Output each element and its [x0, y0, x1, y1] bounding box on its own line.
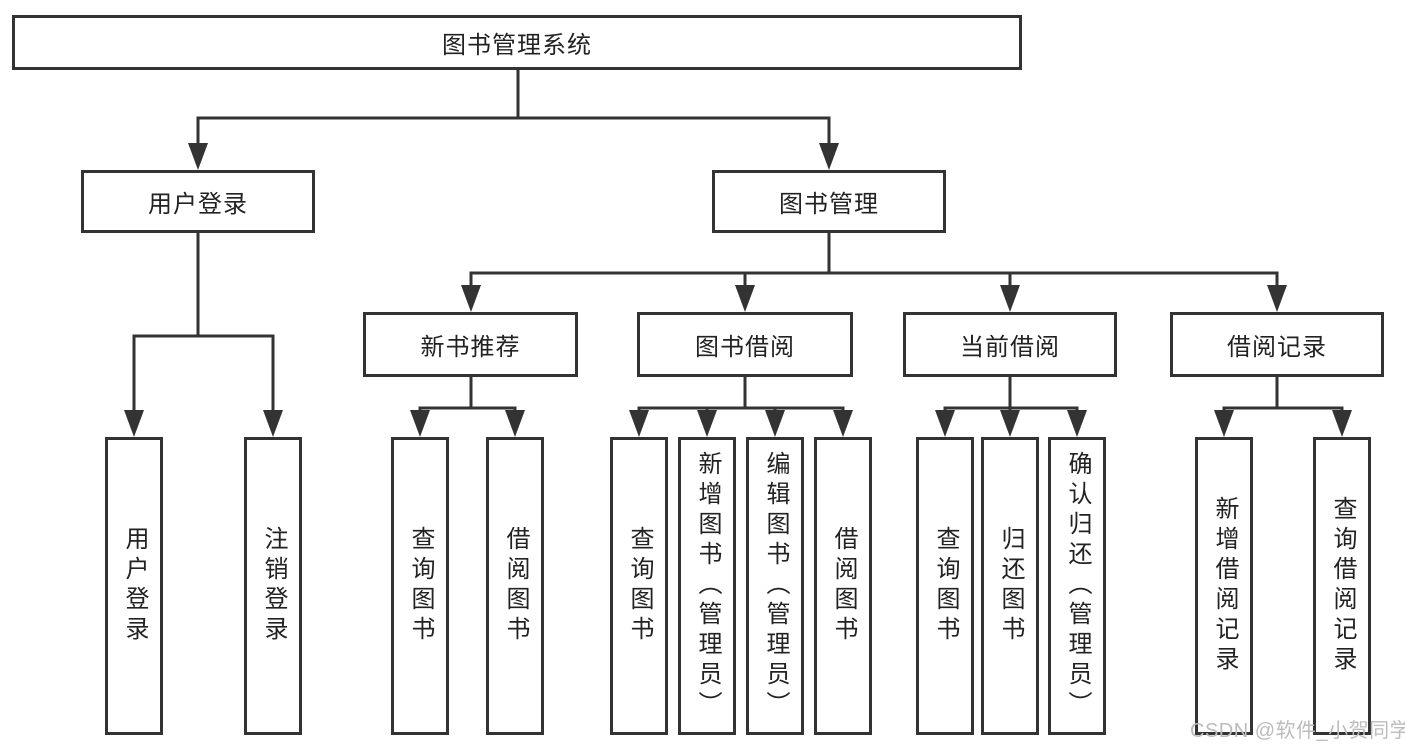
node-book-borrowing: 图书借阅 — [637, 312, 853, 377]
leaf-add-books-admin: 新增图书（管理员） — [678, 437, 736, 735]
leaf-logout-login: 注销登录 — [244, 437, 302, 735]
leaf-user-login: 用户登录 — [105, 437, 163, 735]
leaf-query-books-recommend: 查询图书 — [391, 437, 449, 735]
node-user-login: 用户登录 — [81, 170, 315, 233]
leaf-query-books-borrow: 查询图书 — [610, 437, 668, 735]
leaf-add-borrow-record: 新增借阅记录 — [1195, 437, 1253, 735]
leaf-borrow-books-recommend: 借阅图书 — [486, 437, 544, 735]
leaf-confirm-return-admin: 确认归还（管理员） — [1048, 437, 1106, 735]
watermark-csdn: CSDN @软件_小贺同学 — [1190, 720, 1405, 742]
node-library-management-system: 图书管理系统 — [12, 15, 1022, 70]
leaf-borrow-books-borrow: 借阅图书 — [814, 437, 872, 735]
node-borrowing-records: 借阅记录 — [1170, 312, 1384, 377]
node-new-book-recommendation: 新书推荐 — [363, 312, 578, 377]
leaf-query-borrow-record: 查询借阅记录 — [1313, 437, 1371, 735]
leaf-edit-books-admin: 编辑图书（管理员） — [746, 437, 804, 735]
node-current-borrowing: 当前借阅 — [903, 312, 1117, 377]
leaf-query-books-current: 查询图书 — [916, 437, 974, 735]
leaf-return-books: 归还图书 — [981, 437, 1039, 735]
node-book-management: 图书管理 — [712, 170, 946, 233]
